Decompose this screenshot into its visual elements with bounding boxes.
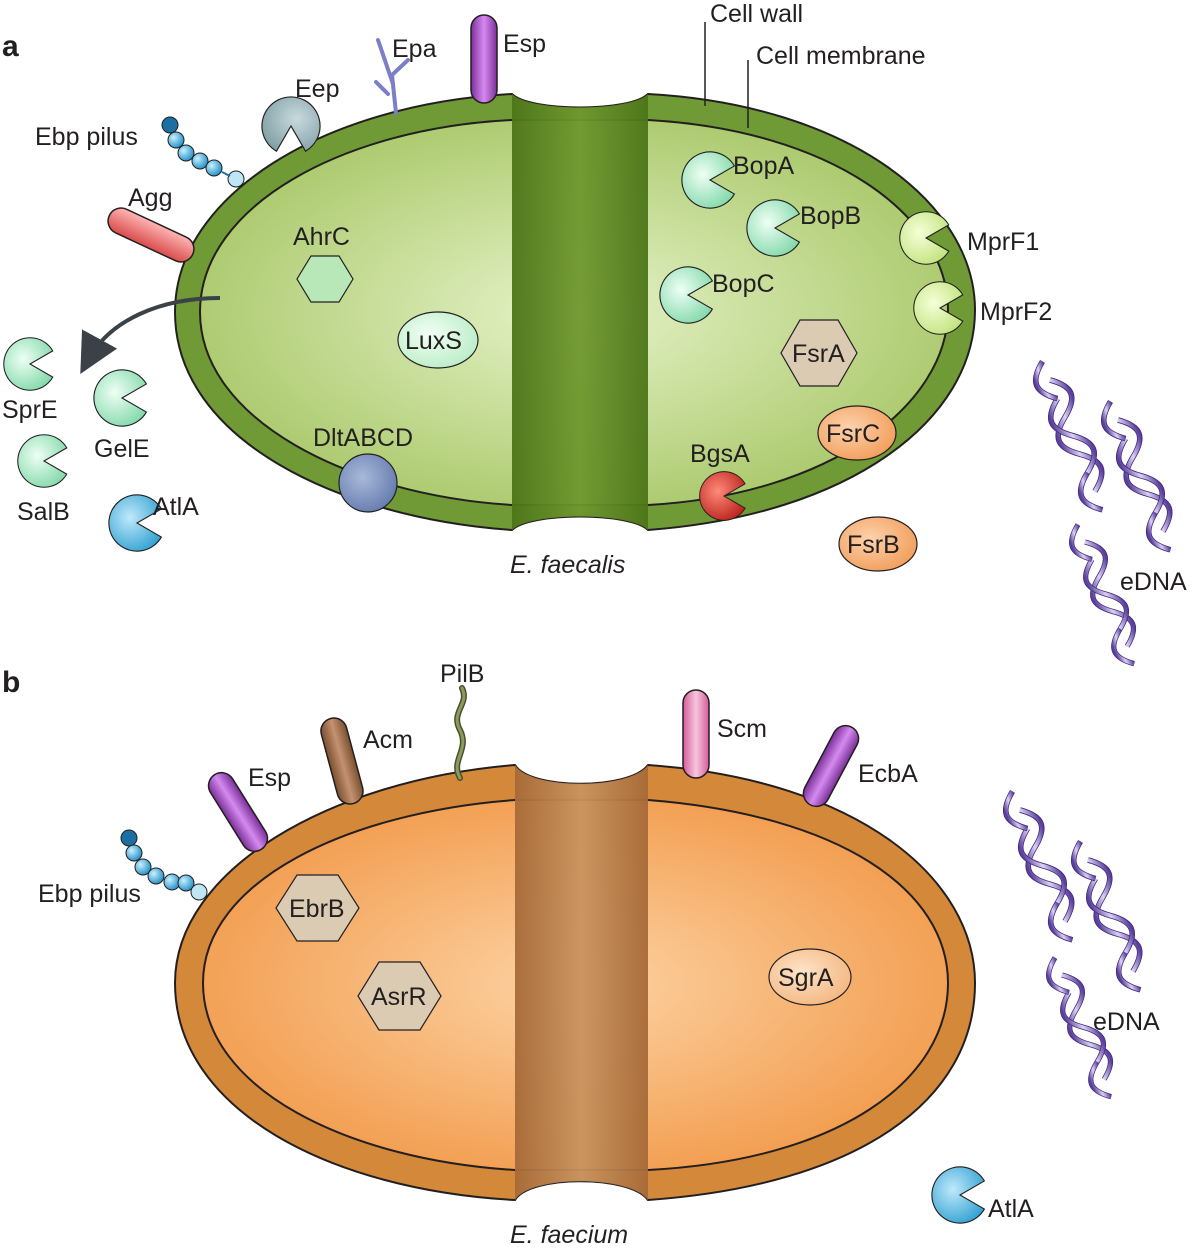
spre-label: SprE xyxy=(2,396,58,424)
gele-protein xyxy=(93,369,147,427)
eep-protein xyxy=(261,96,321,152)
agg-label: Agg xyxy=(128,184,172,212)
mprf2-label: MprF2 xyxy=(980,298,1052,326)
dltabcd-protein xyxy=(338,453,398,513)
eep-label: Eep xyxy=(295,75,339,103)
fsrb-label: FsrB xyxy=(847,531,900,559)
cell-membrane-label: Cell membrane xyxy=(756,42,926,70)
mprf1-label: MprF1 xyxy=(967,228,1039,256)
species-label-a: E. faecalis xyxy=(510,551,625,579)
salb-protein xyxy=(17,434,68,488)
ebrb-hexagon xyxy=(275,874,360,942)
spre-protein xyxy=(3,337,54,391)
e-faecalis-cell xyxy=(173,92,977,532)
edna-a xyxy=(1029,356,1184,669)
acm-label: Acm xyxy=(363,726,413,754)
bopb-label: BopB xyxy=(800,202,861,230)
bgsa-label: BgsA xyxy=(690,440,750,468)
esp-protein-a xyxy=(470,14,498,104)
scm-protein xyxy=(682,689,710,779)
pilb-label: PilB xyxy=(440,660,484,688)
ahrc-label: AhrC xyxy=(293,223,350,251)
edna-label-b: eDNA xyxy=(1093,1008,1160,1036)
ebp-pilus-a xyxy=(161,116,245,188)
atla-label-b: AtlA xyxy=(988,1195,1034,1223)
atla-label-a: AtlA xyxy=(153,493,199,521)
epa-label: Epa xyxy=(392,35,437,63)
sgra-protein xyxy=(768,948,852,1006)
fsrc-protein xyxy=(817,405,897,461)
asrr-label: AsrR xyxy=(371,983,427,1011)
edna-label-a: eDNA xyxy=(1120,568,1187,596)
ebp-pilus-label-b: Ebp pilus xyxy=(38,880,141,908)
sgra-label: SgrA xyxy=(778,964,834,992)
luxs-protein xyxy=(397,311,479,369)
ebrb-label: EbrB xyxy=(289,895,345,923)
asrr-hexagon xyxy=(357,961,442,1031)
dltabcd-label: DltABCD xyxy=(313,424,413,452)
edna-b xyxy=(999,786,1154,1102)
fsrb-protein xyxy=(838,516,918,572)
panel-a-letter: a xyxy=(2,30,19,63)
esp-label-b: Esp xyxy=(248,764,291,792)
acm-protein xyxy=(320,717,364,805)
species-label-b: E. faecium xyxy=(510,1221,628,1249)
ecba-protein xyxy=(802,724,860,808)
faecium-septum xyxy=(515,765,648,1200)
gele-label: GelE xyxy=(94,435,150,463)
fsrc-label: FsrC xyxy=(826,420,880,448)
ebp-pilus-label-a: Ebp pilus xyxy=(35,123,138,151)
faecalis-septum xyxy=(512,94,648,530)
scm-label: Scm xyxy=(717,715,767,743)
ecba-label: EcbA xyxy=(858,760,918,788)
bopc-label: BopC xyxy=(712,270,775,298)
e-faecium-cell xyxy=(173,763,977,1202)
esp-protein-b xyxy=(207,771,269,853)
panel-b-letter: b xyxy=(2,666,20,699)
agg-protein xyxy=(107,207,195,263)
bopa-label: BopA xyxy=(733,152,794,180)
esp-label-a: Esp xyxy=(503,30,546,58)
cell-wall-label: Cell wall xyxy=(710,0,803,28)
secretion-arrow xyxy=(80,296,221,375)
panel-b: b PilB Acm Esp Ebp pilus Scm xyxy=(2,660,1160,1249)
salb-label: SalB xyxy=(17,498,70,526)
luxs-label: LuxS xyxy=(405,327,462,355)
epa-glycan xyxy=(374,38,410,115)
panel-a: a Cell wall Cell membrane Esp Epa Eep xyxy=(2,0,1187,669)
fsra-hexagon xyxy=(780,319,858,387)
fsra-label: FsrA xyxy=(792,340,845,368)
ahrc-hexagon xyxy=(296,255,354,303)
atla-protein-b xyxy=(931,1166,985,1224)
ebp-pilus-b xyxy=(120,829,208,901)
